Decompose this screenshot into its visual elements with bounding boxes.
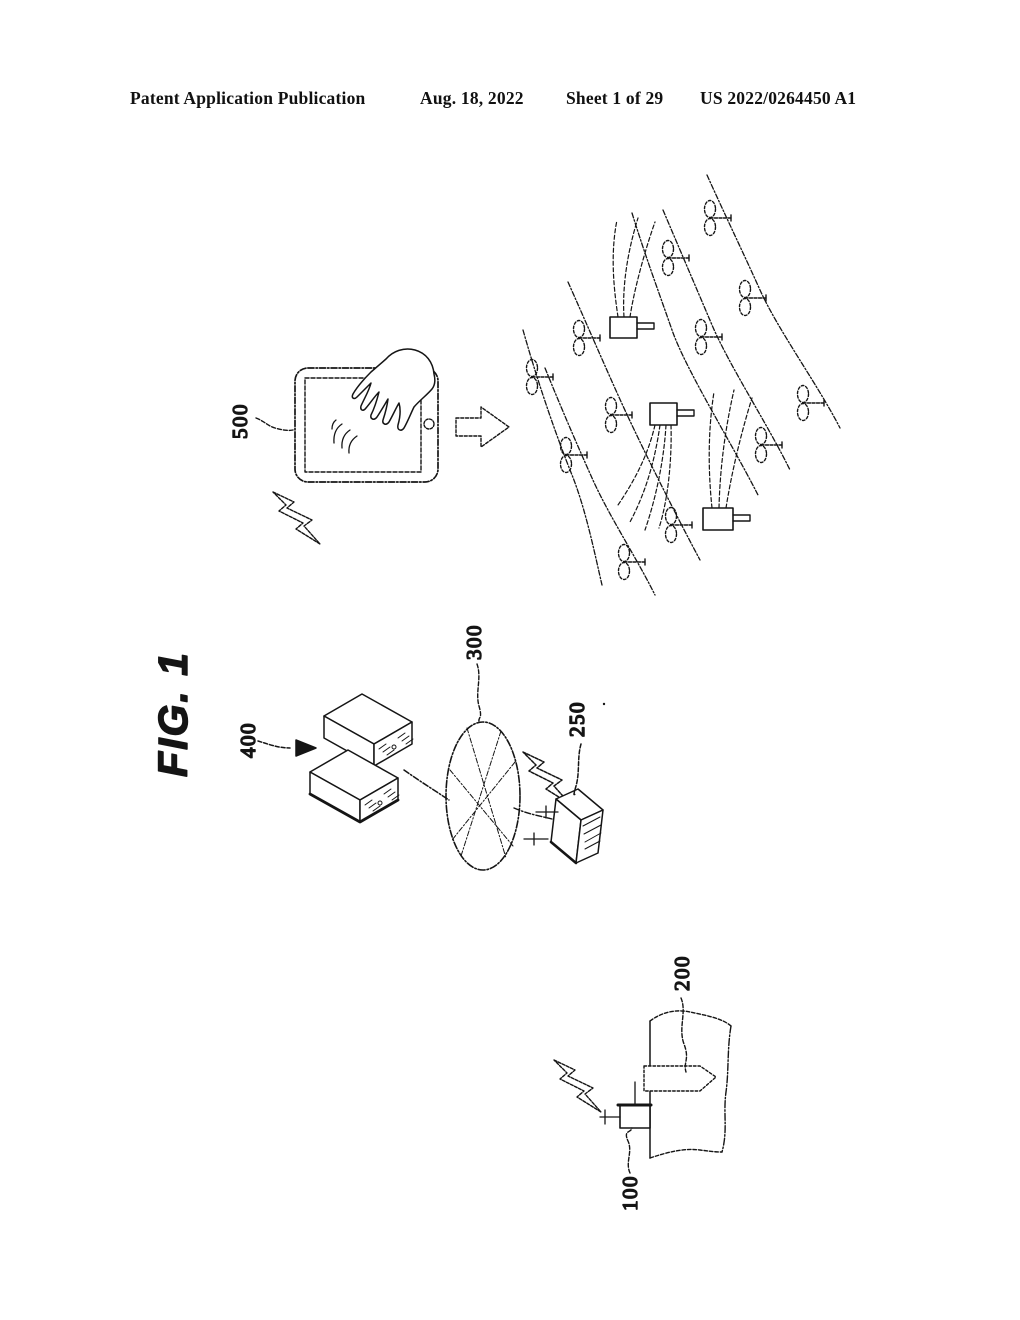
hand-icon [351,348,436,431]
ref-label-500: 500 [228,403,252,439]
header-publication: Patent Application Publication [130,88,366,108]
tree-fan-icon [796,384,825,422]
sensor-device-group: 100 [553,1059,653,1212]
leader-250 [573,743,582,796]
sensor-antenna [599,1109,621,1125]
tree-fan-icon [617,543,646,581]
user-terminal-group: 500 [227,348,439,545]
tree-group: 200 [643,954,732,1159]
ref-label-250: 250 [565,701,589,737]
leader-400-arrowhead [295,739,317,757]
tree-fan-icon [572,319,601,357]
field-unit-1 [609,217,656,339]
sensor-device-box [619,1104,651,1129]
tree-fan-icon [525,358,554,396]
tree-top-edge [649,1010,732,1027]
transition-arrow-icon [455,406,510,448]
wireless-bolt-icon [553,1059,602,1113]
tablet-screen [304,377,422,473]
tree-fan-icon [604,396,633,434]
relay-device-group: 250 [522,700,606,865]
ref-label-300: 300 [462,624,486,660]
network-relay-link [513,807,553,820]
field-unit-3 [702,389,753,531]
tree-branch [643,1065,717,1092]
server-vents [378,732,414,756]
field-unit-box [649,402,678,426]
leader-500 [255,417,294,432]
tablet-body [294,367,439,483]
tree-bottom-edge [649,1148,723,1159]
field-unit-box [609,316,638,339]
network-group: 300 [445,623,553,871]
tree-right-edge [721,1025,732,1153]
orchard-fans [525,199,825,581]
orchard-row-lines [522,174,841,596]
relay-hatch-lines [582,816,602,850]
leader-200 [680,997,688,1073]
relay-antennas [523,805,559,846]
server-network-link [403,769,450,801]
tree-fan-icon [694,318,723,356]
tree-fan-icon [754,426,783,464]
leader-100 [625,1127,633,1174]
header-sheet-number: Sheet 1 of 29 [566,88,664,108]
tree-fan-icon [738,279,767,317]
header-doc-number: US 2022/0264450 A1 [700,88,857,108]
ref-label-200: 200 [670,955,694,991]
management-server-group: 400 [235,693,450,824]
orchard-scene [522,174,841,596]
field-unit-2 [617,402,695,531]
leader-300 [476,663,482,723]
field-unit-box [702,507,734,531]
figure-label: FIG. 1 [150,651,196,777]
header-date: Aug. 18, 2022 [420,88,524,108]
server-vents [364,788,400,812]
touch-gesture-arcs [331,419,358,454]
tree-fan-icon [703,199,732,237]
stray-dot [602,702,606,706]
leader-400 [257,740,291,749]
network-mesh-lines [449,727,516,859]
ref-label-400: 400 [236,722,260,758]
tree-fan-icon [661,239,690,277]
wireless-bolt-icon [272,491,321,545]
network-ellipse [445,721,521,871]
ref-label-100: 100 [618,1175,642,1211]
tablet-home-button [423,418,435,430]
